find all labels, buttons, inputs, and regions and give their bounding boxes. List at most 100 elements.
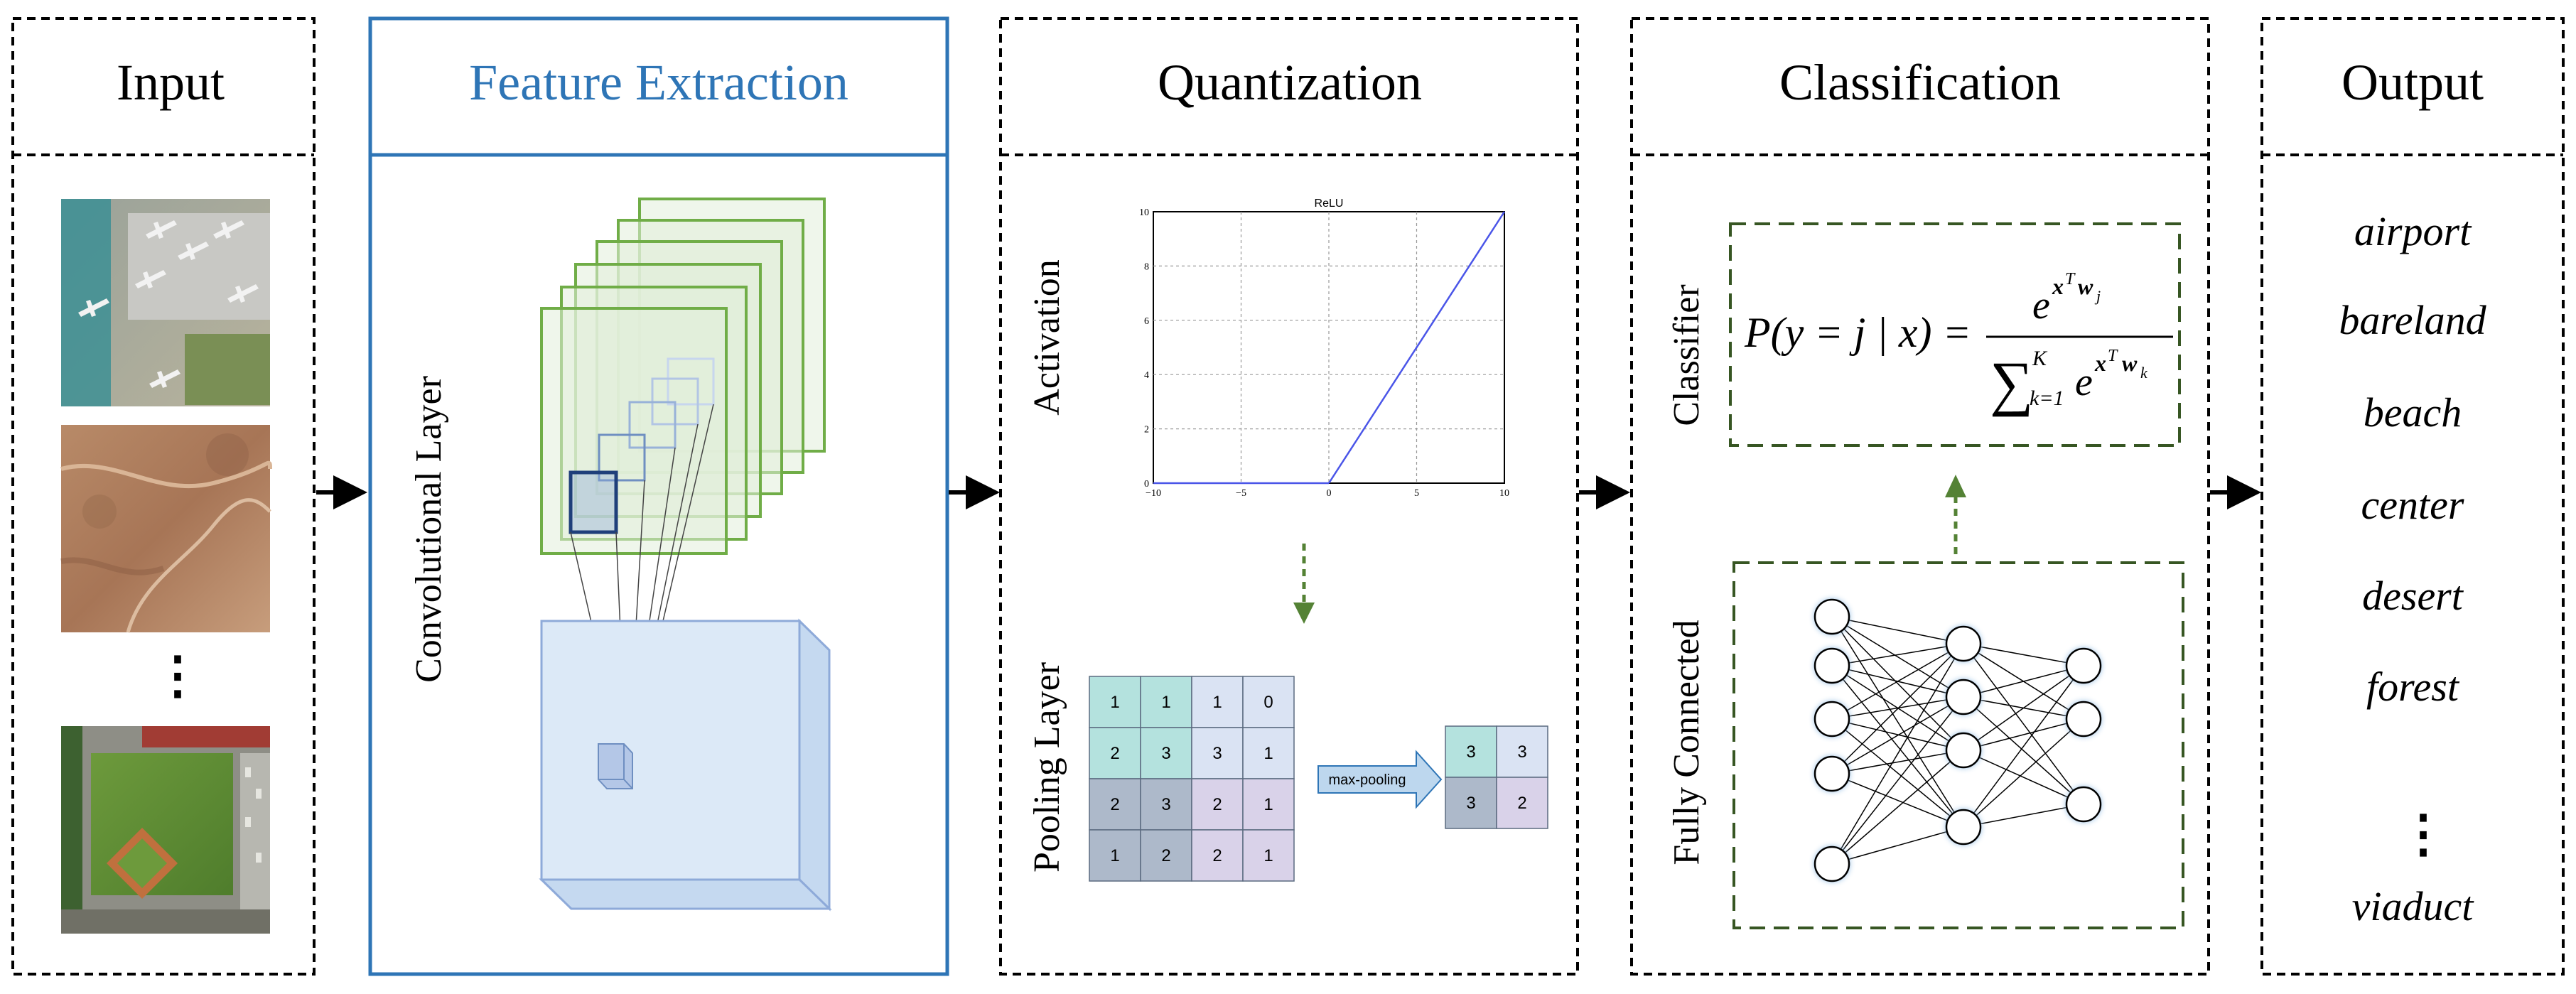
pool-input-value: 1 <box>1110 693 1119 712</box>
formula-denominator-w-sub: k <box>2140 364 2148 382</box>
nn-neuron <box>2065 786 2102 823</box>
nn-neuron <box>1814 846 1850 882</box>
nn-neuron <box>1814 755 1850 792</box>
nn-neuron <box>1945 809 1982 846</box>
nn-edge <box>1831 643 1964 666</box>
relu-plot-frame <box>1153 211 1505 484</box>
pool-output-value: 3 <box>1466 742 1475 762</box>
nn-neuron <box>1945 732 1982 769</box>
bareland-image <box>60 425 272 633</box>
output-panel-frame <box>2260 17 2565 976</box>
pool-input-value: 2 <box>1110 744 1119 763</box>
output-label-beach: beach <box>2364 389 2462 436</box>
nn-neuron <box>1814 701 1850 738</box>
classif-panel: Classification Classifier Fully Connecte… <box>1630 17 2210 976</box>
nn-neuron <box>2065 647 2102 684</box>
input-panel: Input ⋮ <box>11 17 316 976</box>
pool-output-value: 3 <box>1466 794 1475 813</box>
classifier-box <box>1729 222 2181 447</box>
relu-x-tick: 10 <box>1499 488 1509 499</box>
pool-input-value: 0 <box>1263 693 1273 712</box>
softmax-formula: P(y = j | x) = e x T w j ∑ K k=1 e x T w… <box>1744 270 2173 417</box>
relu-x-tick: −10 <box>1146 488 1161 499</box>
output-label-forest: forest <box>2366 664 2460 710</box>
activation-label: Activation <box>1027 259 1067 416</box>
relu-x-tick: 0 <box>1327 488 1332 499</box>
nn-edge <box>1831 696 1964 865</box>
formula-lhs: P(y = j | x) = <box>1744 309 1971 356</box>
nn-edge <box>1963 665 2084 828</box>
pool-input-cell <box>1140 829 1192 882</box>
output-title: Output <box>2341 54 2484 111</box>
kernel-cube <box>598 743 633 789</box>
formula-denominator-exp-t: T <box>2108 347 2118 365</box>
feature-map-stack <box>540 198 826 555</box>
pool-output-cell <box>1496 777 1548 829</box>
relu-y-tick: 6 <box>1144 316 1149 327</box>
quant-title: Quantization <box>1158 54 1422 111</box>
pool-output-value: 3 <box>1517 742 1526 762</box>
nn-edge <box>1963 643 2084 805</box>
pool-input-cell <box>1089 778 1141 831</box>
input-title: Input <box>117 54 225 111</box>
nn-neurons <box>1814 598 2102 882</box>
relu-y-tick: 4 <box>1144 370 1149 381</box>
pool-input-value: 3 <box>1161 795 1170 814</box>
max-pooling-label: max-pooling <box>1329 772 1406 788</box>
pool-output-cell <box>1445 725 1497 778</box>
quant-panel: Quantization Activation Pooling Layer Re… <box>999 17 1579 976</box>
pool-input-value: 2 <box>1110 795 1119 814</box>
nn-neuron <box>1814 598 1850 635</box>
nn-edge <box>1831 750 1964 865</box>
nn-edge <box>1831 643 1964 720</box>
activation-to-pooling-arrow <box>1293 544 1315 624</box>
fully-connected-label: Fully Connected <box>1666 620 1707 865</box>
relu-y-tick: 0 <box>1144 479 1149 490</box>
pool-input-value: 3 <box>1161 744 1170 763</box>
output-label-desert: desert <box>2362 573 2464 619</box>
nn-connections <box>1831 616 2084 865</box>
pool-input-value: 1 <box>1110 846 1119 865</box>
input-panel-frame <box>11 17 316 976</box>
baseball-field-image <box>61 726 270 934</box>
pool-input-value: 1 <box>1263 744 1273 763</box>
output-label-viaduct: viaduct <box>2352 883 2475 929</box>
pool-input-cell <box>1089 829 1141 882</box>
pool-input-value: 3 <box>1212 744 1222 763</box>
nn-neuron <box>1945 625 1982 662</box>
formula-sum-lower: k=1 <box>2030 387 2064 410</box>
classif-panel-frame <box>1630 17 2210 976</box>
pool-input-cell <box>1191 778 1244 831</box>
classifier-label: Classifier <box>1666 284 1707 426</box>
formula-numerator-base: e <box>2032 283 2050 328</box>
fc-to-classifier-arrow <box>1945 475 1966 554</box>
pool-input-cell <box>1242 676 1295 728</box>
pool-input-value: 1 <box>1161 693 1170 712</box>
pool-input-value: 2 <box>1212 795 1222 814</box>
relu-y-tick: 8 <box>1144 261 1149 272</box>
pool-output-cell <box>1445 777 1497 829</box>
pool-input-cell <box>1242 778 1295 831</box>
formula-denominator-exp: x <box>2094 350 2106 376</box>
conv-layer-label: Convolutional Layer <box>409 376 449 683</box>
kernel-windows <box>568 357 715 534</box>
pool-input-value: 1 <box>1263 795 1273 814</box>
nn-edge <box>1831 718 1964 751</box>
relu-x-tick: 5 <box>1414 488 1419 499</box>
formula-sum-sign: ∑ <box>1990 349 2033 417</box>
pooling-layer-label: Pooling Layer <box>1027 662 1067 873</box>
nn-neuron <box>2065 701 2102 738</box>
relu-y-tick: 2 <box>1144 425 1149 436</box>
nn-edge <box>1831 696 1964 774</box>
pool-input-value: 2 <box>1161 846 1170 865</box>
nn-edge <box>1831 616 1964 698</box>
formula-denominator-base: e <box>2075 360 2093 404</box>
nn-edge <box>1831 665 1964 828</box>
nn-neuron <box>1945 679 1982 715</box>
airport-image <box>61 199 270 406</box>
pool-input-cell <box>1242 829 1295 882</box>
nn-edge <box>1963 643 2084 666</box>
input-more-ellipsis: ⋮ <box>152 647 203 704</box>
nn-edge <box>1831 616 1964 828</box>
